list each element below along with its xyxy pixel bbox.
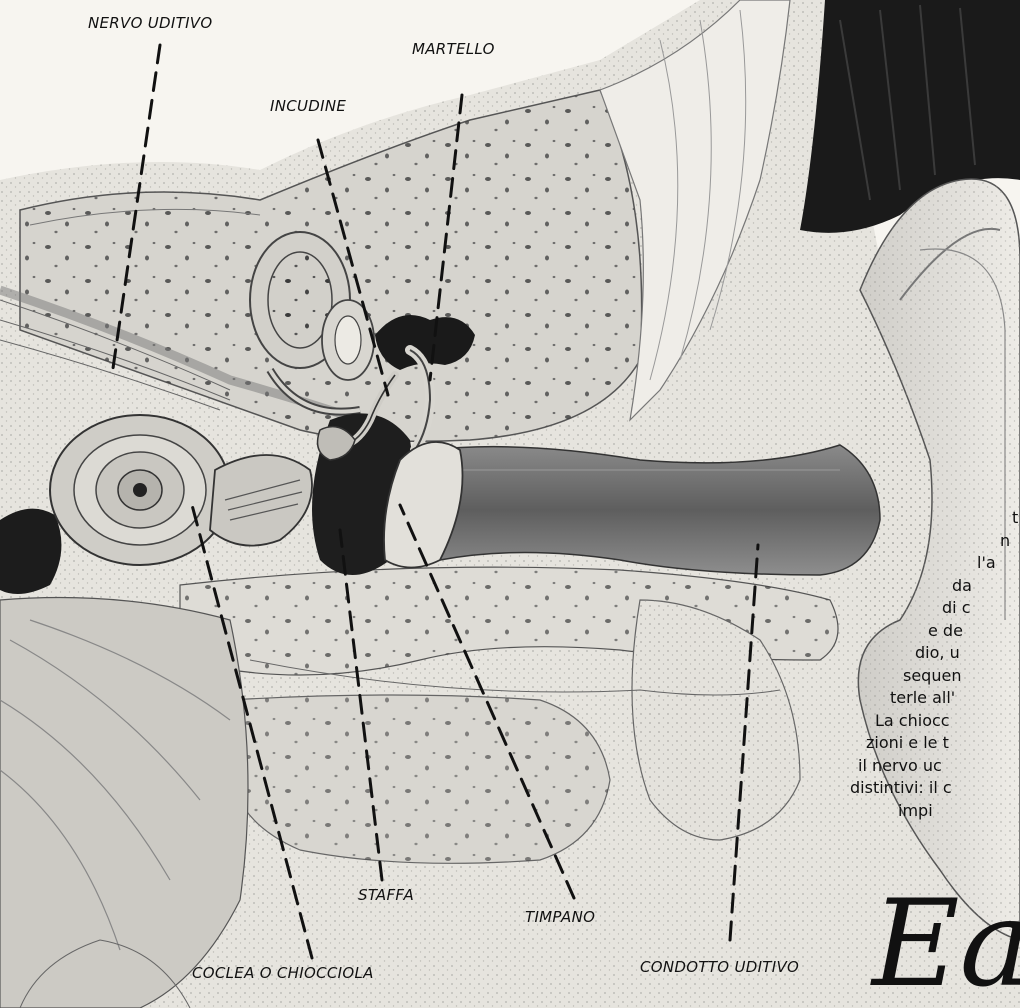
body-text-line: n <box>1000 531 1010 550</box>
label-incudine: INCUDINE <box>270 97 346 115</box>
label-coclea: COCLEA O CHIOCCIOLA <box>192 964 374 982</box>
label-martello: MARTELLO <box>412 40 495 58</box>
decorative-script-title: Ea <box>872 885 1020 1005</box>
body-text-line: terle all' <box>890 688 955 707</box>
label-timpano: TIMPANO <box>525 908 595 926</box>
body-text-line: zioni e le t <box>866 733 949 752</box>
body-text-line: impi <box>898 801 933 820</box>
body-text-line: t <box>1012 508 1018 527</box>
body-text-line: La chiocc <box>875 711 950 730</box>
body-text-line: dio, u <box>915 643 960 662</box>
body-text-line: l'a <box>977 553 996 572</box>
body-text-line: sequen <box>903 666 961 685</box>
label-nervo-uditivo: NERVO UDITIVO <box>88 14 212 32</box>
body-text-line: distintivi: il c <box>850 778 952 797</box>
body-text-line: il nervo uc <box>858 756 942 775</box>
body-text-line: da <box>952 576 972 595</box>
label-condotto: CONDOTTO UDITIVO <box>640 958 799 976</box>
label-staffa: STAFFA <box>358 886 414 904</box>
body-text-line: e de <box>928 621 963 640</box>
body-text-line: di c <box>942 598 970 617</box>
